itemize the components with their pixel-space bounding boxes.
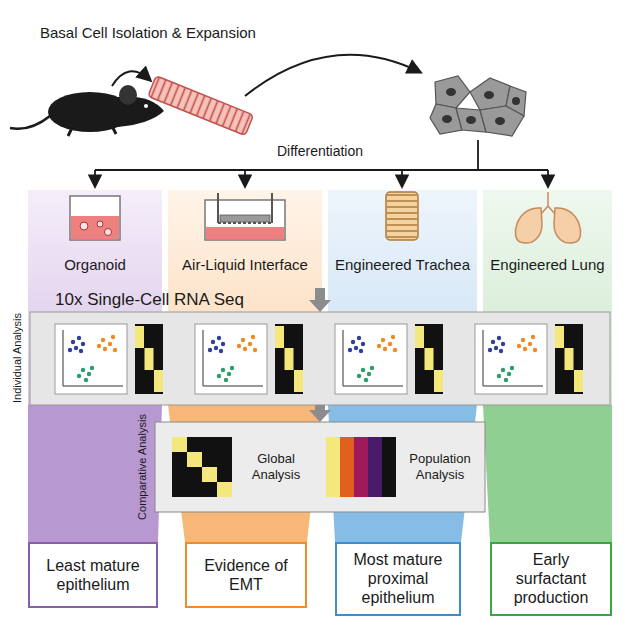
organoid-well — [97, 221, 103, 227]
organoid-well — [70, 196, 120, 240]
step-label: Differentiation — [277, 143, 363, 159]
trachea-tube — [150, 77, 252, 135]
node-label: Engineered Lung — [490, 256, 604, 273]
method-band: Air-Liquid Interface — [168, 246, 322, 282]
comparative-panel — [326, 437, 340, 497]
comparative-panel — [354, 437, 368, 497]
comparative-panel — [172, 437, 187, 452]
flow-arrow — [315, 288, 325, 300]
individual-panel — [475, 324, 583, 394]
comparative-panel — [382, 437, 396, 497]
axis-label: Individual Analysis — [11, 313, 23, 403]
node-label: Early surfactant production — [498, 550, 604, 608]
differentiation-tree — [95, 169, 548, 171]
differentiation-tree — [477, 140, 479, 170]
differentiation-tree — [94, 170, 96, 186]
method-band: Engineered Lung — [483, 246, 612, 282]
method-band: Organoid — [28, 246, 162, 282]
mouse — [10, 85, 164, 136]
outcome-box: Least mature epithelium — [28, 542, 158, 608]
node-label: Population Analysis — [400, 451, 480, 482]
node-label: Air-Liquid Interface — [182, 256, 308, 273]
basal-cells — [495, 117, 505, 125]
engineered-lung — [515, 208, 542, 243]
analysis-panel: 10x Single-Cell RNA Seq — [30, 290, 610, 405]
flow-arrow — [309, 300, 331, 312]
transwell — [220, 215, 270, 222]
comparative-panel — [368, 437, 382, 497]
organoid-well — [80, 222, 88, 230]
engineered-lung — [515, 192, 580, 243]
column-band — [28, 405, 162, 542]
trachea-tube — [148, 76, 254, 136]
differentiation-tree — [95, 140, 548, 186]
mouse — [10, 116, 50, 129]
figure-title: Basal Cell Isolation & Expansion — [40, 24, 256, 41]
transwell — [206, 227, 284, 239]
flow-arrow — [309, 288, 331, 312]
outcome-box: Evidence of EMT — [185, 542, 307, 608]
process-arrow — [245, 55, 420, 96]
basal-cells — [442, 88, 520, 125]
individual-panel — [335, 324, 443, 394]
individual-panel — [30, 312, 610, 405]
basal-cells — [512, 97, 520, 105]
engineered-trachea — [386, 192, 418, 240]
engineered-lung — [541, 192, 555, 214]
comparative-panel — [217, 482, 232, 497]
basal-cells — [466, 116, 476, 124]
differentiation-tree — [401, 170, 403, 186]
individual-panel — [195, 324, 303, 394]
node-label: Engineered Trachea — [335, 256, 470, 273]
transwell — [271, 193, 273, 223]
panel-heading: 10x Single-Cell RNA Seq — [55, 290, 610, 310]
axis-label: Comparative Analysis — [136, 414, 148, 520]
basal-cells — [484, 91, 494, 99]
mouse — [119, 85, 137, 105]
differentiation-tree — [547, 170, 549, 186]
transwell — [217, 193, 219, 223]
comparative-panel — [340, 437, 354, 497]
mouse — [144, 104, 148, 108]
basal-cells — [442, 115, 452, 123]
column-band — [28, 190, 612, 542]
transwell — [205, 193, 285, 240]
organoid-well — [70, 196, 120, 240]
process-arrow — [112, 71, 150, 86]
node-label: Most mature proximal epithelium — [343, 550, 453, 608]
organoid-well — [71, 216, 119, 239]
flow-arrow — [315, 405, 325, 410]
engineered-lung — [554, 208, 581, 243]
engineered-trachea — [386, 192, 418, 240]
node-label: Organoid — [64, 256, 126, 273]
comparative-panel — [172, 437, 232, 497]
node-label: Least mature epithelium — [36, 556, 150, 594]
comparative-panel — [155, 422, 485, 512]
comparative-panel — [155, 422, 485, 512]
outcome-box: Most mature proximal epithelium — [335, 542, 461, 616]
method-band: Engineered Trachea — [328, 246, 477, 282]
basal-cells — [470, 78, 510, 110]
node-label: Evidence of EMT — [193, 556, 299, 594]
individual-panel — [30, 312, 610, 405]
comparative-panel — [187, 452, 202, 467]
basal-cells — [446, 88, 456, 96]
engineered-trachea — [387, 193, 417, 239]
mouse — [68, 128, 72, 136]
comparative-panel — [202, 467, 217, 482]
basal-cells — [480, 106, 524, 136]
outcome-box: Early surfactant production — [490, 542, 612, 616]
organoid-well — [105, 229, 112, 236]
differentiation-tree — [244, 170, 246, 186]
basal-cells — [430, 76, 526, 136]
trachea-tube — [148, 76, 254, 136]
basal-cells — [435, 76, 470, 108]
mouse — [112, 126, 116, 134]
individual-panel — [55, 324, 163, 394]
node-label: Global Analysis — [240, 451, 312, 482]
analysis-panel: Global Analysis Population Analysis — [155, 422, 485, 512]
column-band — [483, 405, 612, 542]
